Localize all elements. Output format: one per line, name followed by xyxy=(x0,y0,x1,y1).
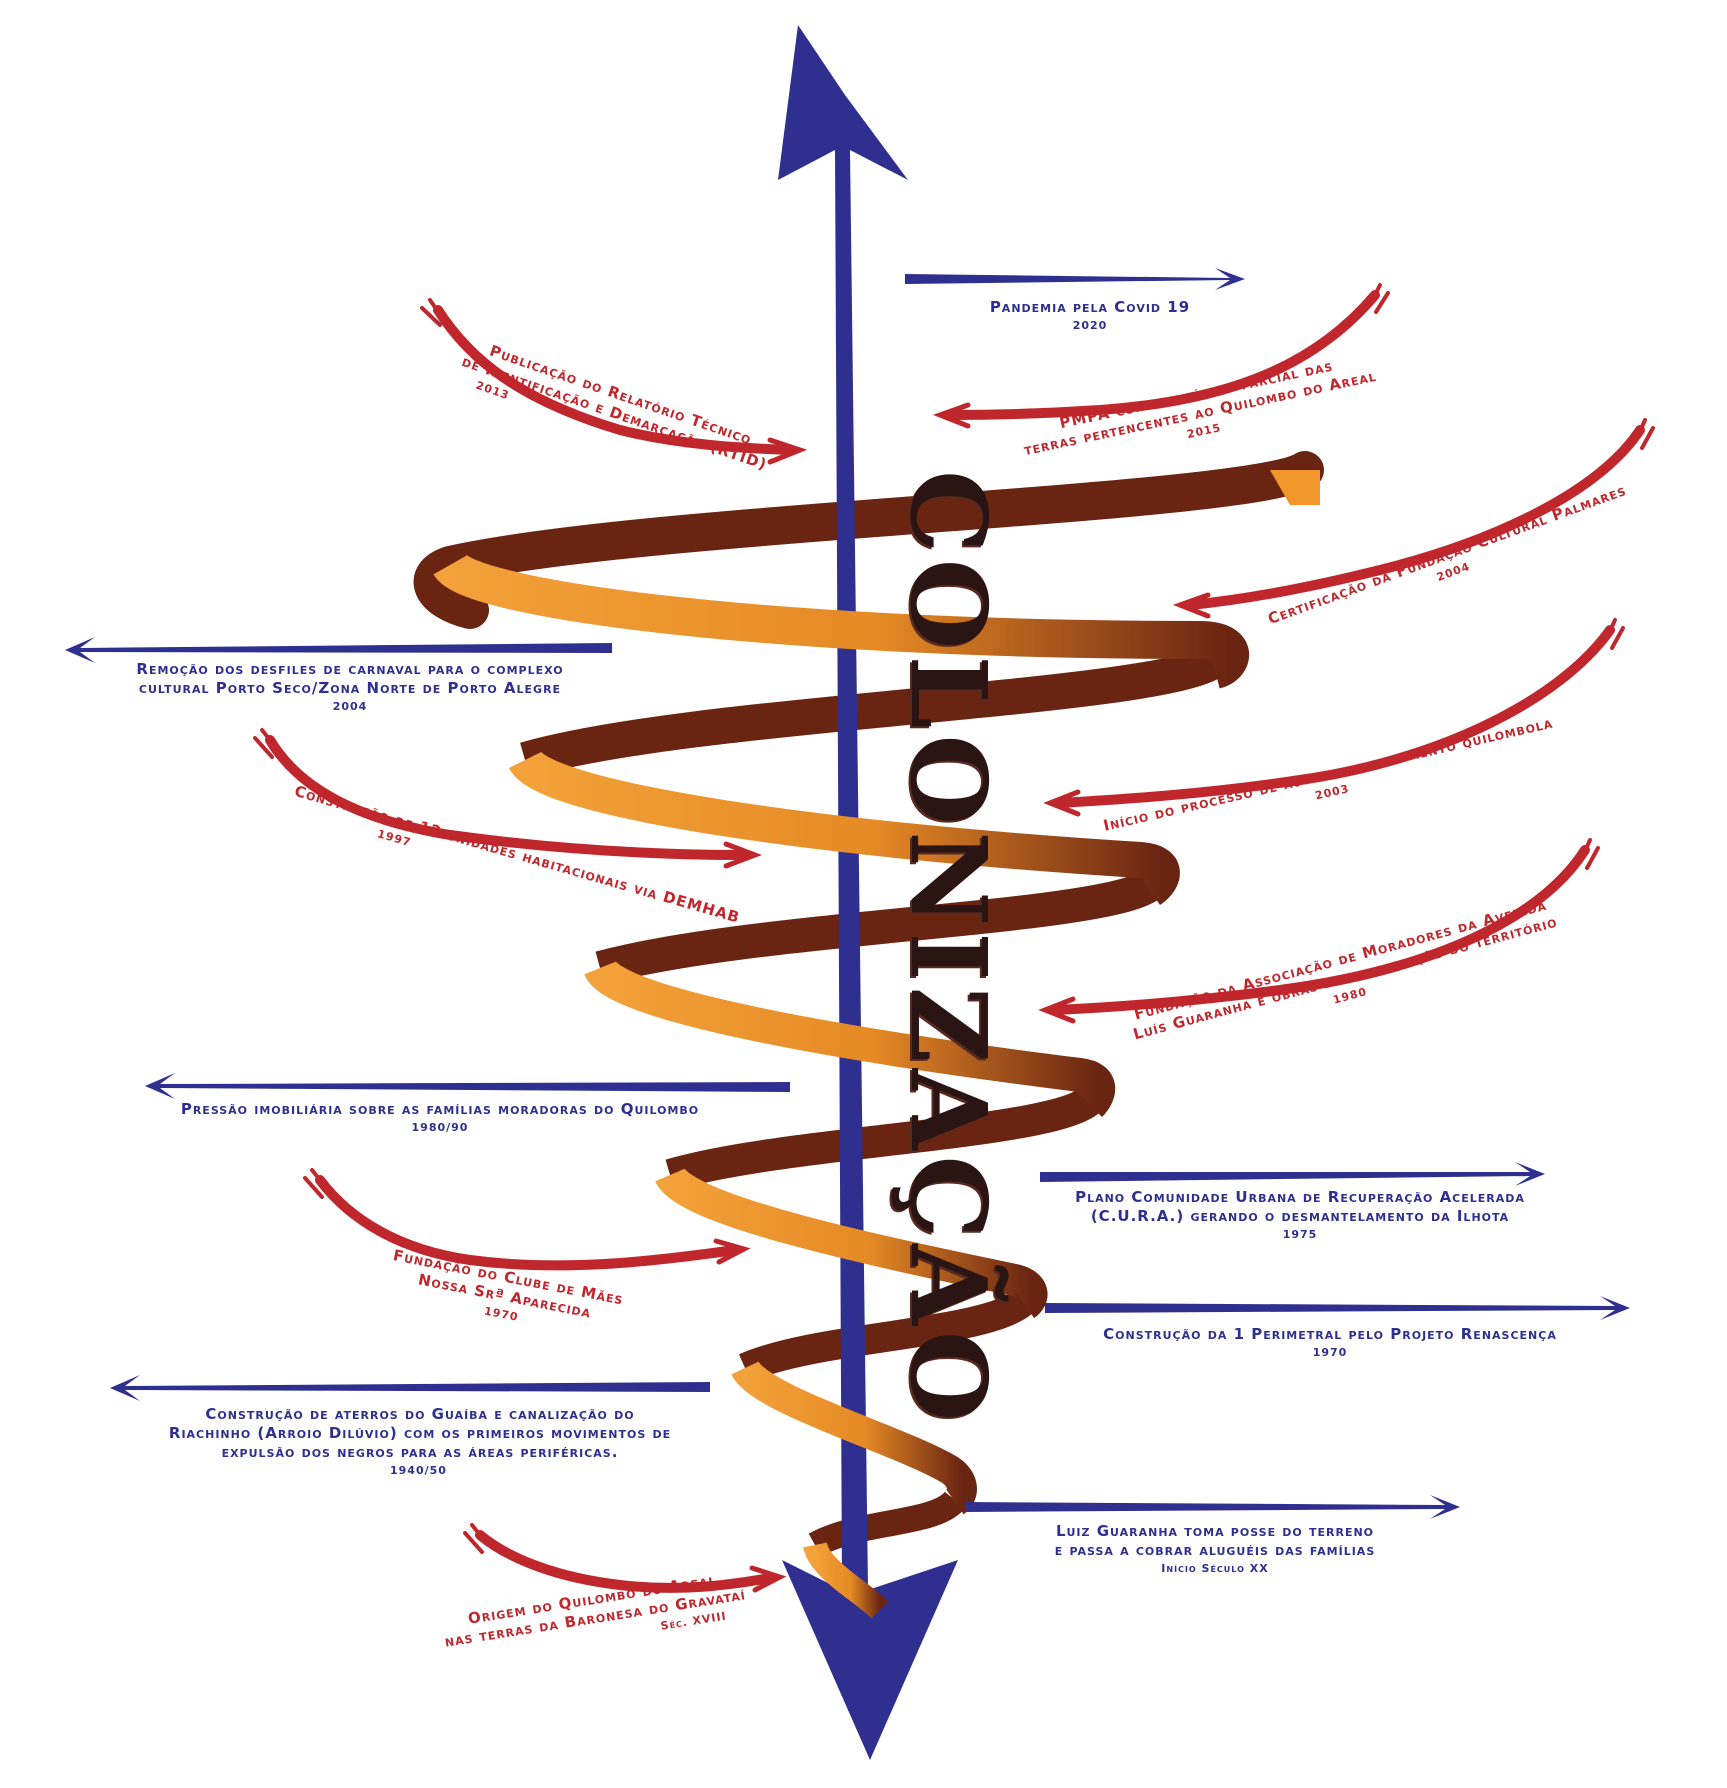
event-covid: Pandemia pela Covid 19 2020 xyxy=(940,298,1240,333)
event-perimetral-year: 1970 xyxy=(1312,1345,1348,1359)
arrow-rtid xyxy=(420,298,808,465)
event-aterros: Construção de aterros do Guaíba e canali… xyxy=(110,1405,730,1478)
event-covid-year: 2020 xyxy=(1072,318,1108,332)
colonizacao-title: COLONIZAÇÃO xyxy=(887,470,1010,1428)
event-cura-line1: Plano Comunidade Urbana de Recuperação A… xyxy=(1075,1188,1525,1206)
event-carnaval: Remoção dos desfiles de carnaval para o … xyxy=(60,660,640,714)
event-cura-year: 1975 xyxy=(1282,1227,1318,1241)
ribbon-spiral-back xyxy=(413,451,1324,1557)
arrow-aterros xyxy=(110,1375,710,1401)
arrow-demhab xyxy=(253,728,763,869)
arrow-carnaval xyxy=(65,637,612,663)
arrow-palmares xyxy=(1172,418,1655,619)
event-aterros-year: 1940/50 xyxy=(390,1463,447,1477)
blue-arrows xyxy=(65,268,1630,1519)
event-guaranha-year: Início Século XX xyxy=(1161,1561,1269,1575)
event-perimetral: Construção da 1 Perimetral pelo Projeto … xyxy=(1040,1325,1620,1360)
main-timeline-arrow xyxy=(778,25,958,1760)
ribbon-spiral-front xyxy=(433,470,1320,1619)
event-carnaval-line1: Remoção dos desfiles de carnaval para o … xyxy=(136,660,564,678)
arrow-autorreconhecimento xyxy=(1043,618,1625,817)
event-carnaval-year: 2004 xyxy=(332,699,368,713)
event-carnaval-line2: cultural Porto Seco/Zona Norte de Porto … xyxy=(138,678,562,697)
event-aterros-line2: Riachinho (Arroio Dilúvio) com os primei… xyxy=(168,1423,672,1442)
arrow-associacao xyxy=(1038,838,1600,1024)
event-pressao: Pressão imobiliária sobre as famílias mo… xyxy=(120,1100,760,1135)
event-pressao-text: Pressão imobiliária sobre as famílias mo… xyxy=(180,1100,700,1118)
arrow-clube xyxy=(303,1168,751,1271)
arrow-pmpa xyxy=(932,283,1390,429)
arrow-origem xyxy=(463,1523,787,1593)
event-guaranha-line2: e passa a cobrar aluguéis das famílias xyxy=(1054,1540,1376,1559)
event-aterros-line1: Construção de aterros do Guaíba e canali… xyxy=(205,1405,635,1423)
event-guaranha: Luiz Guaranha toma posse do terreno e pa… xyxy=(990,1522,1440,1576)
red-arrows xyxy=(253,283,1655,1593)
event-cura-line2: (C.U.R.A.) gerando o desmantelamento da … xyxy=(1090,1206,1510,1225)
arrow-pressao xyxy=(145,1073,790,1099)
event-guaranha-line1: Luiz Guaranha toma posse do terreno xyxy=(1055,1522,1375,1540)
event-covid-text: Pandemia pela Covid 19 xyxy=(989,298,1191,316)
event-pressao-year: 1980/90 xyxy=(411,1120,469,1134)
arrow-guaranha xyxy=(965,1495,1460,1519)
event-perimetral-text: Construção da 1 Perimetral pelo Projeto … xyxy=(1103,1325,1557,1343)
event-aterros-line3: expulsão dos negros para as áreas perifé… xyxy=(221,1442,619,1461)
arrow-cura xyxy=(1040,1162,1545,1186)
arrow-perimetral xyxy=(1045,1296,1630,1320)
arrow-covid xyxy=(905,268,1245,290)
event-cura: Plano Comunidade Urbana de Recuperação A… xyxy=(1040,1188,1560,1242)
